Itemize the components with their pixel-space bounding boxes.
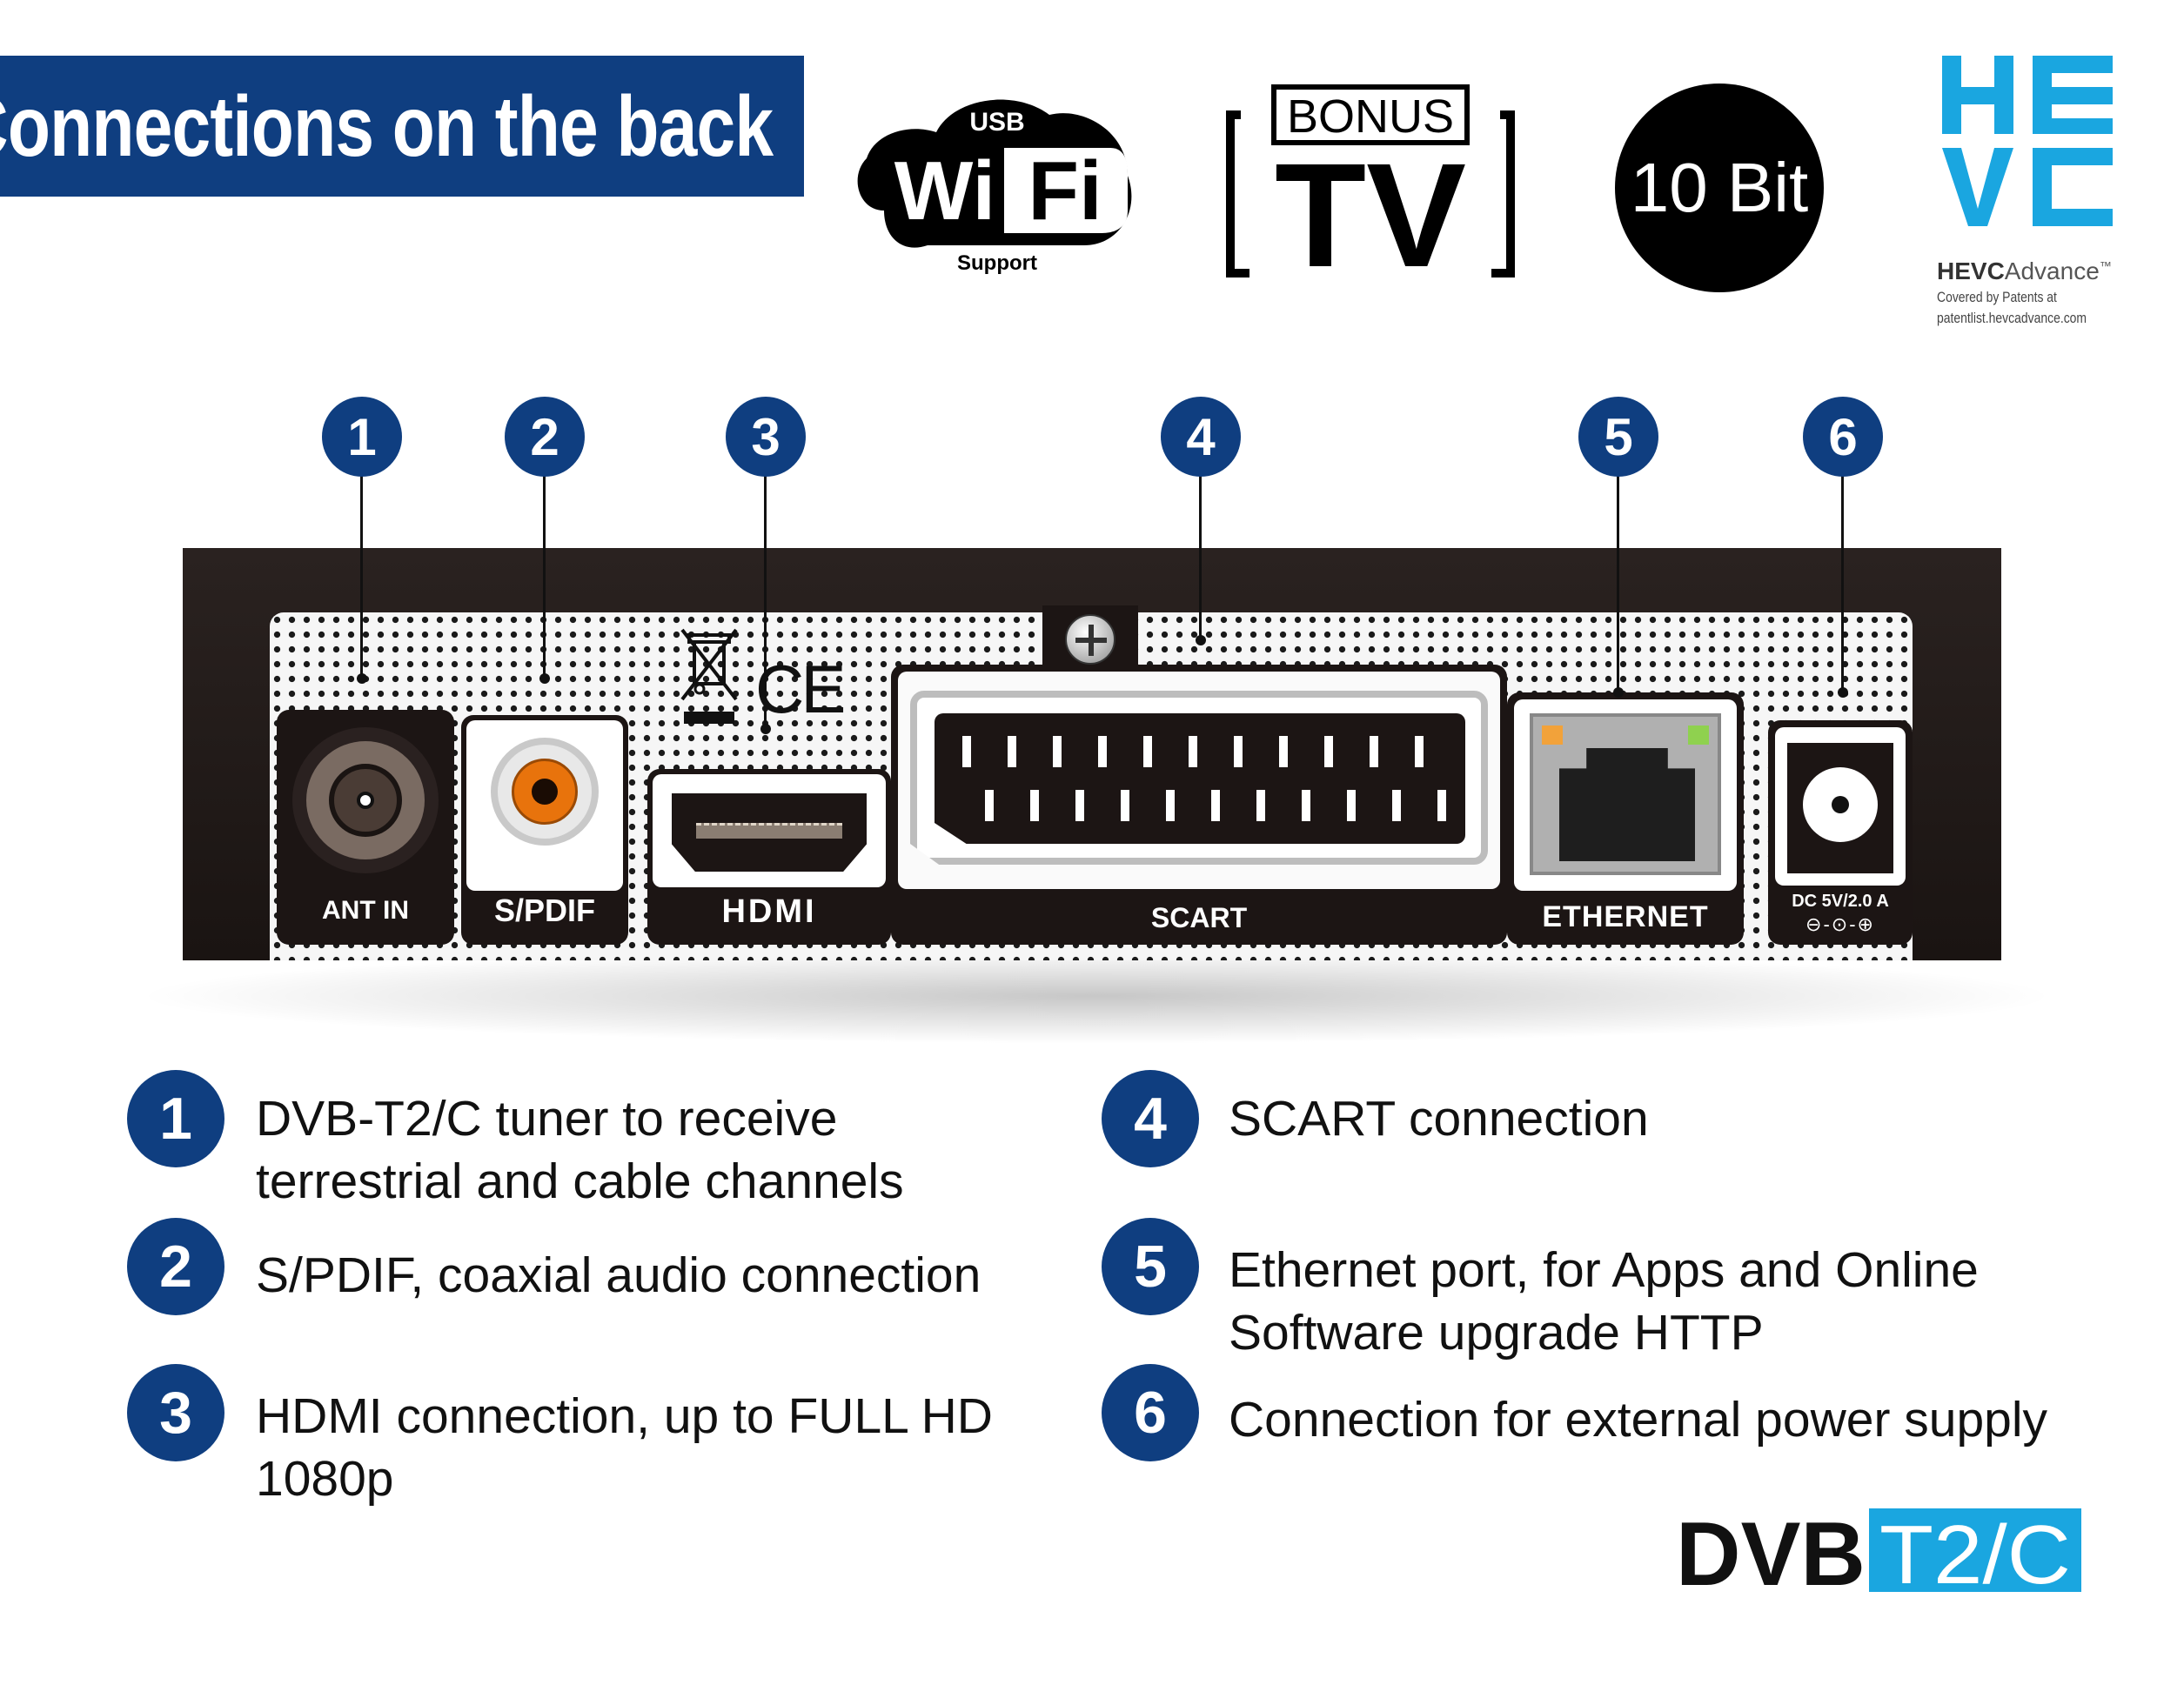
wifi-wi-text: Wi <box>894 144 995 237</box>
marker-1: 1 <box>322 397 402 477</box>
leader-line-6 <box>1841 437 1844 692</box>
desc-text-6: Connection for external power supply <box>1229 1388 2047 1451</box>
leader-dot-5 <box>1613 687 1624 698</box>
ethernet-label: ETHERNET <box>1542 900 1709 933</box>
ten-bit-logo: 10 Bit <box>1615 84 1824 292</box>
t2c-text: T2/C <box>1879 1508 2071 1592</box>
desc-3-line1: HDMI connection, up to FULL HD <box>256 1388 993 1444</box>
hevc-advance-logo: HEVCAdvance™ Covered by Patents at paten… <box>1937 56 2137 334</box>
desc-1-line2: terrestrial and cable channels <box>256 1153 904 1209</box>
wifi-fi-text: Fi <box>1028 144 1102 237</box>
leader-dot-4 <box>1196 635 1206 645</box>
wifi-support-text: Support <box>957 251 1037 275</box>
hevc-note-line1: Covered by Patents at <box>1937 289 2057 305</box>
desc-number-2: 2 <box>127 1218 224 1315</box>
desc-3-line2: 1080p <box>256 1451 394 1507</box>
desc-5-line1: Ethernet port, for Apps and Online <box>1229 1242 1979 1298</box>
desc-number-5: 5 <box>1102 1218 1199 1315</box>
dc-power-label: DC 5V/2.0 A <box>1792 892 1889 911</box>
right-bracket <box>1491 110 1515 277</box>
leader-line-4 <box>1199 437 1202 640</box>
ethernet-connector <box>1530 713 1721 875</box>
marker-6: 6 <box>1803 397 1883 477</box>
desc-text-5: Ethernet port, for Apps and Online Softw… <box>1229 1239 1979 1364</box>
hdmi-port: HDMI <box>647 769 891 945</box>
desc-1-line1: DVB-T2/C tuner to receive <box>256 1091 838 1147</box>
desc-2-line1: S/PDIF, coaxial audio connection <box>256 1247 981 1303</box>
bonus-text: BONUS <box>1287 90 1454 143</box>
leader-dot-6 <box>1838 687 1848 698</box>
dvb-t2c-logo: DVB T2/C <box>1676 1508 2081 1592</box>
tv-text: TV <box>1275 133 1466 282</box>
desc-text-4: SCART connection <box>1229 1087 1649 1150</box>
desc-number-4: 4 <box>1102 1070 1199 1167</box>
scart-label: SCART <box>1150 902 1248 933</box>
leader-line-5 <box>1617 437 1619 692</box>
scart-pins-bottom <box>985 790 1455 821</box>
leader-dot-1 <box>357 673 367 684</box>
desc-4-line1: SCART connection <box>1229 1091 1649 1147</box>
ce-mark-icon: CE <box>755 651 846 727</box>
ethernet-led-left <box>1542 725 1563 745</box>
spdif-connector <box>491 738 599 846</box>
marker-2: 2 <box>505 397 585 477</box>
dc-polarity-icon: ⊖-⊙-⊕ <box>1805 913 1875 935</box>
dvb-text: DVB <box>1676 1508 1866 1592</box>
device-shadow <box>131 948 2062 1044</box>
bonus-box <box>1271 84 1470 145</box>
leader-dot-3 <box>760 724 771 734</box>
bonus-tv-logo: BONUS TV <box>1226 84 1515 282</box>
scart-connector <box>910 691 1488 865</box>
marker-3: 3 <box>726 397 806 477</box>
spdif-port: S/PDIF <box>461 715 628 945</box>
ethernet-port: ETHERNET <box>1507 692 1744 945</box>
desc-6-line1: Connection for external power supply <box>1229 1392 2048 1448</box>
hdmi-connector <box>672 793 867 872</box>
marker-5: 5 <box>1578 397 1658 477</box>
left-bracket <box>1226 110 1249 277</box>
hevc-brand-light: Advance <box>2004 257 2100 284</box>
ant-in-connector <box>292 727 439 873</box>
ethernet-led-right <box>1688 725 1709 745</box>
ant-in-label: ANT IN <box>322 896 409 925</box>
t2c-box <box>1869 1508 2081 1592</box>
scart-port: SCART <box>891 665 1507 945</box>
hevc-brand: HEVCAdvance™ <box>1937 257 2137 285</box>
hdmi-label: HDMI <box>721 893 817 930</box>
wifi-usb-text: USB <box>969 108 1024 137</box>
desc-text-2: S/PDIF, coaxial audio connection <box>256 1244 981 1307</box>
desc-5-line2: Software upgrade HTTP <box>1229 1305 1764 1361</box>
desc-text-3: HDMI connection, up to FULL HD 1080p <box>256 1385 993 1510</box>
page-title: Connections on the back <box>0 77 774 174</box>
dc-jack-connector <box>1787 743 1893 873</box>
hevc-note-line2: patentlist.hevcadvance.com <box>1937 310 2087 326</box>
leader-line-1 <box>360 437 363 679</box>
dc-power-port: DC 5V/2.0 A ⊖-⊙-⊕ <box>1768 720 1913 945</box>
hevc-tm: ™ <box>2099 258 2112 273</box>
leader-dot-2 <box>539 673 550 684</box>
ant-in-port: ANT IN <box>277 710 454 945</box>
desc-number-3: 3 <box>127 1364 224 1461</box>
usb-wifi-support-logo: USB Wi Fi Support <box>857 99 1132 275</box>
hevc-brand-bold: HEVC <box>1937 257 2005 284</box>
leader-line-3 <box>764 437 767 729</box>
screw-icon <box>1065 614 1115 665</box>
title-banner: Connections on the back <box>0 56 804 197</box>
weee-bin-icon <box>680 628 738 724</box>
hevc-mark-icon <box>1942 56 2113 226</box>
scart-pins-top <box>962 736 1450 767</box>
desc-number-1: 1 <box>127 1070 224 1167</box>
wifi-fi-panel <box>1004 148 1128 233</box>
ten-bit-text: 10 Bit <box>1630 149 1809 226</box>
desc-number-6: 6 <box>1102 1364 1199 1461</box>
spdif-label: S/PDIF <box>493 893 595 928</box>
leader-line-2 <box>543 437 546 679</box>
desc-text-1: DVB-T2/C tuner to receive terrestrial an… <box>256 1087 904 1213</box>
marker-4: 4 <box>1161 397 1241 477</box>
